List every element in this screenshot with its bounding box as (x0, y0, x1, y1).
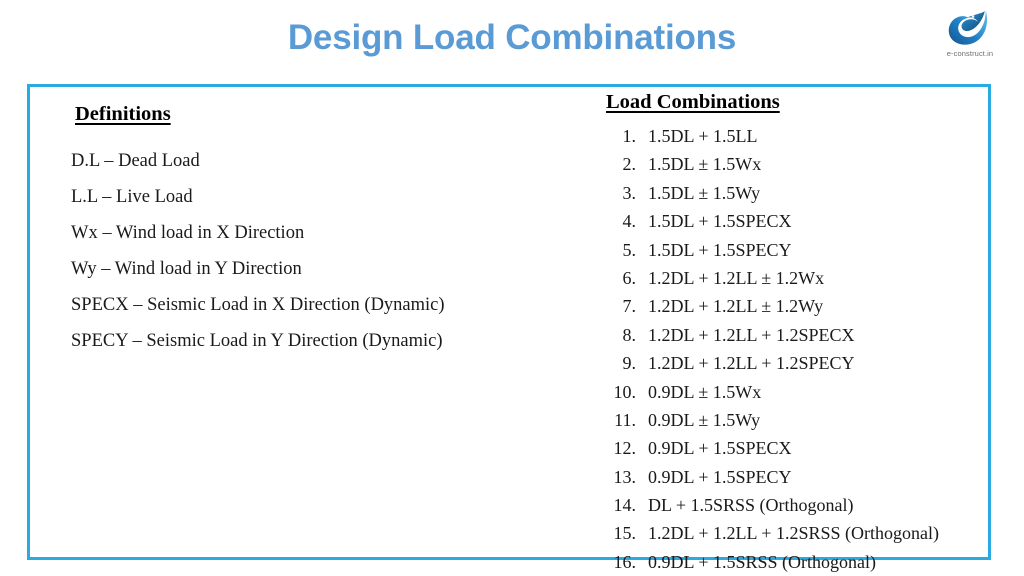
list-item-number: 14. (613, 495, 637, 516)
logo-caption: e-construct.in (946, 49, 994, 58)
list-item: 16. 0.9DL + 1.5SRSS (Orthogonal) (606, 548, 996, 576)
definitions-heading: Definitions (75, 103, 171, 125)
list-item: 5. 1.5DL + 1.5SPECY (606, 236, 996, 264)
definition-item: Wy – Wind load in Y Direction (71, 259, 302, 279)
list-item-number: 12. (613, 438, 637, 459)
list-item: 9. 1.2DL + 1.2LL + 1.2SPECY (606, 349, 996, 377)
list-item: 6. 1.2DL + 1.2LL ± 1.2Wx (606, 264, 996, 292)
list-item: 8. 1.2DL + 1.2LL + 1.2SPECX (606, 321, 996, 349)
list-item-number: 9. (622, 353, 637, 374)
content-frame: Definitions D.L – Dead Load L.L – Live L… (27, 84, 991, 572)
load-combinations-list: 1. 1.5DL + 1.5LL 2. 1.5DL ± 1.5Wx 3. 1.5… (606, 122, 996, 576)
list-item: 2. 1.5DL ± 1.5Wx (606, 150, 996, 178)
definitions-list: D.L – Dead Load L.L – Live Load Wx – Win… (71, 143, 575, 359)
list-item: 15. 1.2DL + 1.2LL + 1.2SRSS (Orthogonal) (606, 519, 996, 547)
list-item: 3. 1.5DL ± 1.5Wy (606, 179, 996, 207)
load-combinations-heading: Load Combinations (606, 91, 780, 113)
list-item-number: 3. (622, 182, 637, 203)
e-construct-swoosh-icon (948, 10, 988, 45)
list-item-text: 1.5DL + 1.5LL (648, 126, 758, 146)
definition-item: SPECY – Seismic Load in Y Direction (Dyn… (71, 331, 443, 351)
list-item-number: 8. (622, 324, 637, 345)
list-item: 7. 1.2DL + 1.2LL ± 1.2Wy (606, 292, 996, 320)
list-item-text: 0.9DL ± 1.5Wx (648, 381, 762, 402)
list-item: 14. DL + 1.5SRSS (Orthogonal) (606, 491, 996, 519)
list-item-number: 1. (622, 126, 637, 146)
list-item-number: 10. (613, 381, 637, 402)
list-item-text: 1.2DL + 1.2LL + 1.2SPECY (648, 353, 855, 374)
page-title: Design Load Combinations (287, 18, 737, 57)
definition-item: Wx – Wind load in X Direction (71, 223, 305, 243)
list-item-text: 0.9DL ± 1.5Wy (648, 409, 761, 430)
list-item: 12. 0.9DL + 1.5SPECX (606, 434, 996, 462)
list-item-number: 5. (622, 239, 637, 260)
list-item-text: 1.2DL + 1.2LL ± 1.2Wx (648, 267, 825, 288)
list-item-text: 1.5DL ± 1.5Wx (648, 154, 762, 175)
list-item-text: 1.2DL + 1.2LL ± 1.2Wy (648, 296, 824, 317)
list-item-number: 2. (622, 154, 637, 175)
list-item-text: 1.5DL + 1.5SPECY (648, 239, 792, 260)
list-item-text: 1.2DL + 1.2LL + 1.2SRSS (Orthogonal) (648, 523, 939, 544)
list-item-text: 0.9DL + 1.5SPECX (648, 438, 792, 459)
list-item: 4. 1.5DL + 1.5SPECX (606, 207, 996, 235)
list-item-text: 1.5DL ± 1.5Wy (648, 182, 761, 203)
list-item-number: 15. (613, 523, 637, 544)
list-item: 1. 1.5DL + 1.5LL (606, 122, 996, 150)
definition-item: L.L – Live Load (71, 187, 193, 207)
list-item: 11. 0.9DL ± 1.5Wy (606, 406, 996, 434)
list-item-number: 6. (622, 267, 637, 288)
list-item-number: 16. (613, 551, 637, 572)
brand-logo: e-construct.in (930, 6, 1010, 68)
list-item-text: 0.9DL + 1.5SRSS (Orthogonal) (648, 551, 876, 572)
list-item-number: 11. (614, 409, 636, 430)
definition-item: SPECX – Seismic Load in X Direction (Dyn… (71, 295, 445, 315)
list-item-number: 13. (613, 466, 637, 487)
definitions-section: Definitions D.L – Dead Load L.L – Live L… (71, 101, 575, 359)
list-item-text: DL + 1.5SRSS (Orthogonal) (648, 495, 854, 516)
list-item-number: 4. (622, 211, 637, 232)
list-item-number: 7. (622, 296, 637, 317)
list-item: 13. 0.9DL + 1.5SPECY (606, 463, 996, 491)
list-item-text: 1.2DL + 1.2LL + 1.2SPECX (648, 324, 855, 345)
load-combinations-section: Load Combinations 1. 1.5DL + 1.5LL 2. 1.… (606, 89, 996, 576)
list-item: 10. 0.9DL ± 1.5Wx (606, 378, 996, 406)
list-item-text: 0.9DL + 1.5SPECY (648, 466, 792, 487)
list-item-text: 1.5DL + 1.5SPECX (648, 211, 792, 232)
definition-item: D.L – Dead Load (71, 151, 200, 171)
